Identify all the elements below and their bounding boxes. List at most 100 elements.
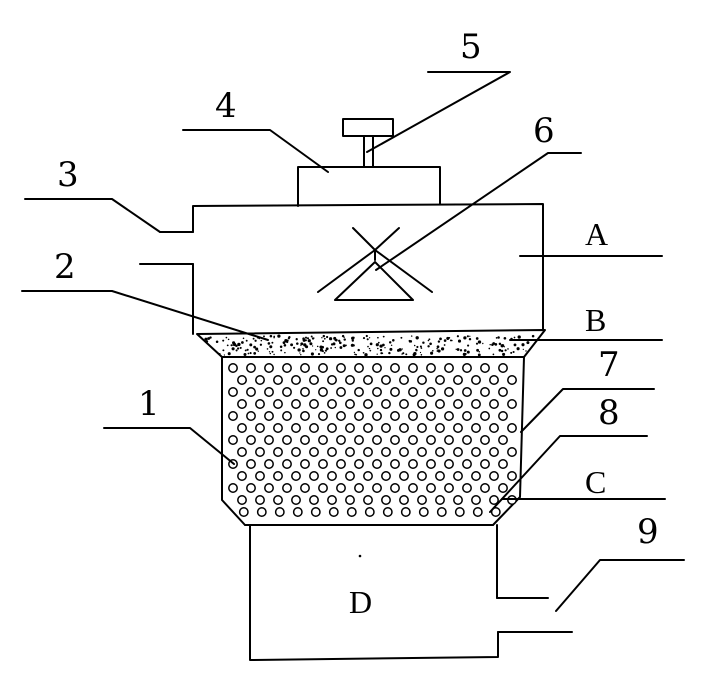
grain [475,337,479,340]
packing-hole [309,375,319,385]
packing-hole [498,435,508,445]
grain [309,342,313,346]
packing-hole [255,495,265,505]
grain [241,341,244,344]
packing-hole [399,423,409,433]
grain [235,344,238,347]
packing-hole [471,471,481,481]
packing-hole [372,459,382,469]
grain [416,345,419,349]
grain [476,348,480,352]
cap-block [297,166,441,207]
grain [510,351,513,354]
packing-hole [490,507,501,517]
grain [300,342,304,346]
grain [396,348,400,352]
packing-hole [318,459,328,469]
grain [469,335,471,337]
packing-hole [363,447,373,457]
packing-hole [426,363,436,373]
grain [436,345,440,349]
packing-hole [471,447,481,457]
grain [419,345,422,348]
packing-hole [336,459,346,469]
packing-hole [237,375,247,385]
label-7: 7 [598,345,620,385]
packing-hole [390,459,400,469]
packing-hole [363,471,373,481]
packing-hole [291,399,301,409]
packing-hole [444,411,454,421]
packing-hole [363,399,373,409]
grain [297,348,301,352]
packing-hole [462,411,472,421]
packing-hole [282,411,292,421]
grain [366,338,369,341]
packing-hole [480,435,490,445]
grain [267,342,271,345]
grain [495,337,498,339]
packing-hole [300,387,310,397]
packing-hole [381,471,391,481]
grain [328,337,333,341]
packing-hole [354,411,364,421]
packing-hole [255,399,265,409]
grain [466,335,469,338]
packing-hole [480,483,490,493]
grain [341,334,345,338]
packing-hole [246,435,256,445]
packing-hole [354,435,364,445]
packing-hole [435,447,445,457]
packing-hole [256,507,267,517]
grain [237,342,241,347]
grain [287,337,291,340]
grain [249,343,253,347]
packing-hole [318,387,328,397]
packing-hole [381,495,391,505]
grain [239,346,242,349]
grain [400,336,403,339]
packing-hole [228,435,238,445]
grain [231,344,233,346]
grain [322,340,325,343]
packing-hole [408,459,418,469]
grain [323,337,326,340]
packing-hole [327,447,337,457]
packing-hole [453,375,463,385]
packing-hole [417,495,427,505]
packing-hole [498,387,508,397]
packing-hole [309,399,319,409]
grain [226,344,229,347]
packing-hole [255,423,265,433]
grain [531,334,535,338]
packing-hole [399,495,409,505]
grain [338,341,342,345]
packing-hole [471,495,481,505]
grain [311,337,315,340]
grain [300,344,302,346]
packing-hole [291,447,301,457]
packing-hole [471,375,481,385]
grain [367,345,369,348]
grain [225,336,228,339]
grain [467,344,470,347]
grain [324,349,327,352]
packing-hole [346,507,357,517]
packing-hole [426,459,436,469]
packing-hole [372,363,382,373]
packing-hole [327,471,337,481]
grain [317,353,321,356]
grain [332,342,336,346]
grain [283,344,287,347]
packing-hole [273,399,283,409]
grain [351,339,354,342]
grain [475,342,479,345]
packing-hole [327,423,337,433]
packing-hole [435,375,445,385]
grain [242,337,245,340]
grain [362,351,365,354]
grain [437,349,441,353]
packing-hole [255,447,265,457]
grain [222,349,225,352]
packing-hole [246,363,256,373]
